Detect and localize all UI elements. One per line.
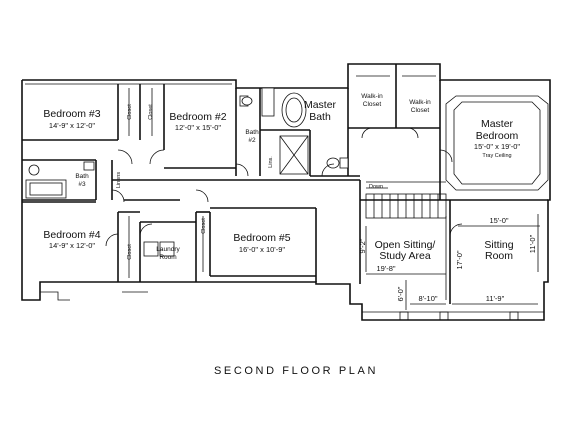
svg-text:#2: #2 [248,137,256,144]
svg-text:Room: Room [159,254,176,261]
svg-text:Bedroom #5: Bedroom #5 [233,232,290,244]
dimension-label: 8'-10" [418,294,437,303]
room-label-master-bedroom: Master Bedroom 15'-0" x 19'-0" Tray Ceil… [474,118,520,159]
svg-text:Tray Ceiling: Tray Ceiling [482,153,511,159]
room-label-bath-2: Bath #2 [245,129,259,144]
room-label-closet-1: Closet [127,104,133,120]
dimension-label: 6'-0" [396,286,405,301]
svg-text:12'-0" x 15'-0": 12'-0" x 15'-0" [175,123,221,132]
staircase [365,181,447,219]
dimension-label: 19'-8" [376,264,395,273]
svg-text:Walk-in: Walk-in [409,99,431,106]
room-label-bath-3: Bath #3 [75,173,89,188]
plan-caption: SECOND FLOOR PLAN [214,365,378,377]
svg-text:14'-9" x 12'-0": 14'-9" x 12'-0" [49,121,95,130]
svg-text:Laundry: Laundry [156,246,180,253]
dimension-label: 11'-9" [486,294,505,303]
exterior-walls [21,63,551,321]
room-label-closet-2: Closet [148,104,154,120]
room-label-linens: Linens [116,172,122,188]
dimension-label: 9'-2" [358,238,367,253]
fixtures [25,75,447,278]
room-label-walkin-closet-2: Walk-in Closet [409,99,431,114]
dimension-label: 17'-0" [455,250,464,269]
dimension-lines [365,214,540,310]
svg-text:Bedroom #4: Bedroom #4 [43,229,100,241]
svg-text:Bath: Bath [245,129,259,136]
svg-text:Closet: Closet [363,101,382,108]
room-label-sitting-room: Sitting Room [484,239,513,262]
svg-text:Bedroom #2: Bedroom #2 [169,111,226,123]
svg-text:Closet: Closet [411,107,430,114]
svg-text:15'-0" x 19'-0": 15'-0" x 19'-0" [474,142,520,151]
door-swings [105,127,463,247]
svg-text:Master: Master [481,118,514,130]
stair-label-down: Down [369,184,383,190]
svg-text:14'-9" x 12'-0": 14'-9" x 12'-0" [49,241,95,250]
room-label-walkin-closet-1: Walk-in Closet [361,93,383,108]
svg-text:Bedroom: Bedroom [476,130,519,142]
room-label-closet-4: Closet [201,218,207,234]
room-label-closet-3: Closet [127,244,133,260]
svg-text:Bedroom #3: Bedroom #3 [43,108,100,120]
svg-text:Walk-in: Walk-in [361,93,383,100]
room-label-bedroom-4: Bedroom #4 14'-9" x 12'-0" [43,229,100,250]
svg-text:Bath: Bath [309,111,331,123]
svg-text:Bath: Bath [75,173,89,180]
svg-text:Room: Room [485,250,513,262]
svg-text:16'-0" x 10'-9": 16'-0" x 10'-9" [239,245,285,254]
svg-text:Study Area: Study Area [379,250,431,262]
room-label-linens-short: Lins. [268,156,274,168]
svg-text:Sitting: Sitting [484,239,513,251]
interior-walls [22,64,549,304]
room-label-bedroom-2: Bedroom #2 12'-0" x 15'-0" [169,111,226,132]
dimension-label: 15'-0" [489,216,508,225]
room-label-open-sitting: Open Sitting/ Study Area [375,239,436,262]
room-label-bedroom-3: Bedroom #3 14'-9" x 12'-0" [43,108,100,130]
room-label-bedroom-5: Bedroom #5 16'-0" x 10'-9" [233,232,290,254]
room-label-master-bath: Master Bath [304,99,337,123]
svg-text:#3: #3 [78,181,86,188]
room-label-laundry: Laundry Room [156,246,180,261]
dimension-label: 11'-0" [528,234,537,253]
svg-text:Master: Master [304,99,337,111]
svg-text:Open Sitting/: Open Sitting/ [375,239,436,251]
